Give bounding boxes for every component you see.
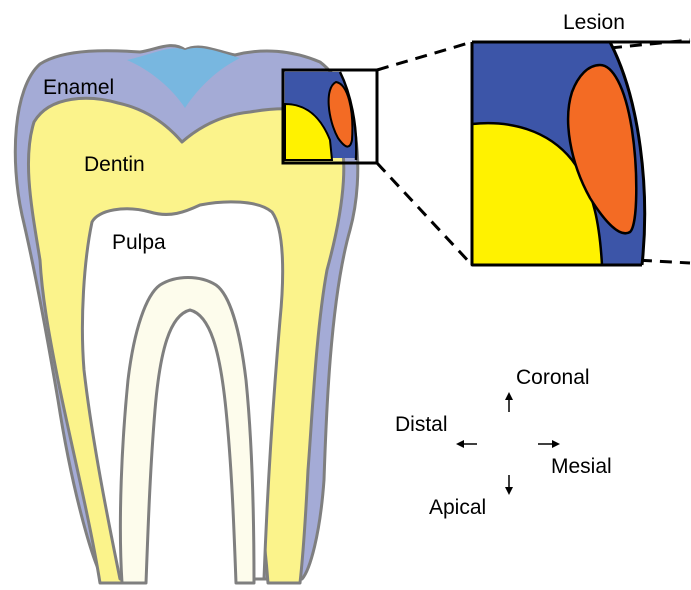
arrow-apical-head bbox=[505, 487, 513, 495]
lesion-box-small bbox=[283, 70, 377, 163]
arrow-coronal-head bbox=[505, 392, 513, 400]
zoom-inset bbox=[472, 42, 690, 265]
connector-top bbox=[377, 42, 472, 70]
pulpa-label: Pulpa bbox=[112, 232, 166, 253]
root-canal-tissue bbox=[120, 278, 254, 584]
lesion-label: Lesion bbox=[563, 12, 625, 33]
apical-label: Apical bbox=[429, 497, 486, 518]
coronal-label: Coronal bbox=[516, 367, 590, 388]
arrow-distal-head bbox=[456, 440, 464, 448]
orientation-arrows bbox=[456, 392, 560, 495]
arrow-mesial-head bbox=[552, 440, 560, 448]
dentin-label: Dentin bbox=[84, 154, 145, 175]
mesial-label: Mesial bbox=[551, 456, 612, 477]
enamel-label: Enamel bbox=[43, 77, 114, 98]
connector-bottom bbox=[377, 163, 472, 265]
distal-label: Distal bbox=[395, 414, 448, 435]
dentin-layer bbox=[28, 98, 343, 583]
